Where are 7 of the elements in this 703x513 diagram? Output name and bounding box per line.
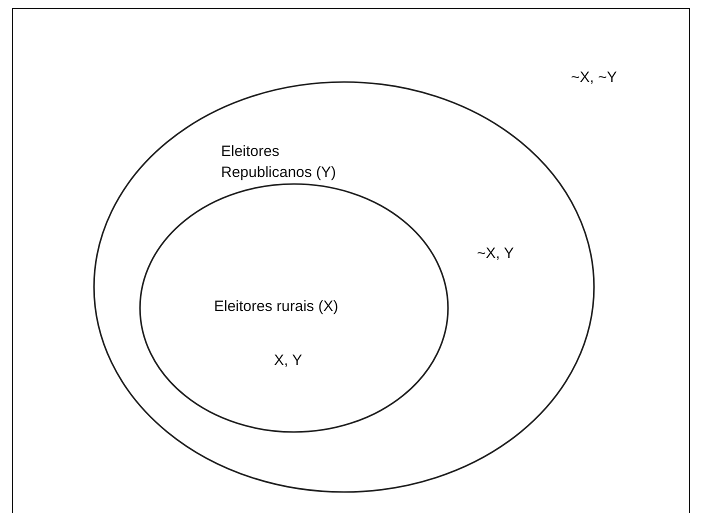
venn-frame (12, 8, 690, 513)
set-label: Eleitores rurais (X) (214, 297, 338, 317)
region-label: ~X, ~Y (571, 68, 617, 88)
region-label: X, Y (274, 351, 302, 371)
set-ellipse (139, 183, 449, 433)
region-label: ~X, Y (477, 244, 514, 264)
set-label: Eleitores Republicanos (Y) (221, 142, 338, 183)
